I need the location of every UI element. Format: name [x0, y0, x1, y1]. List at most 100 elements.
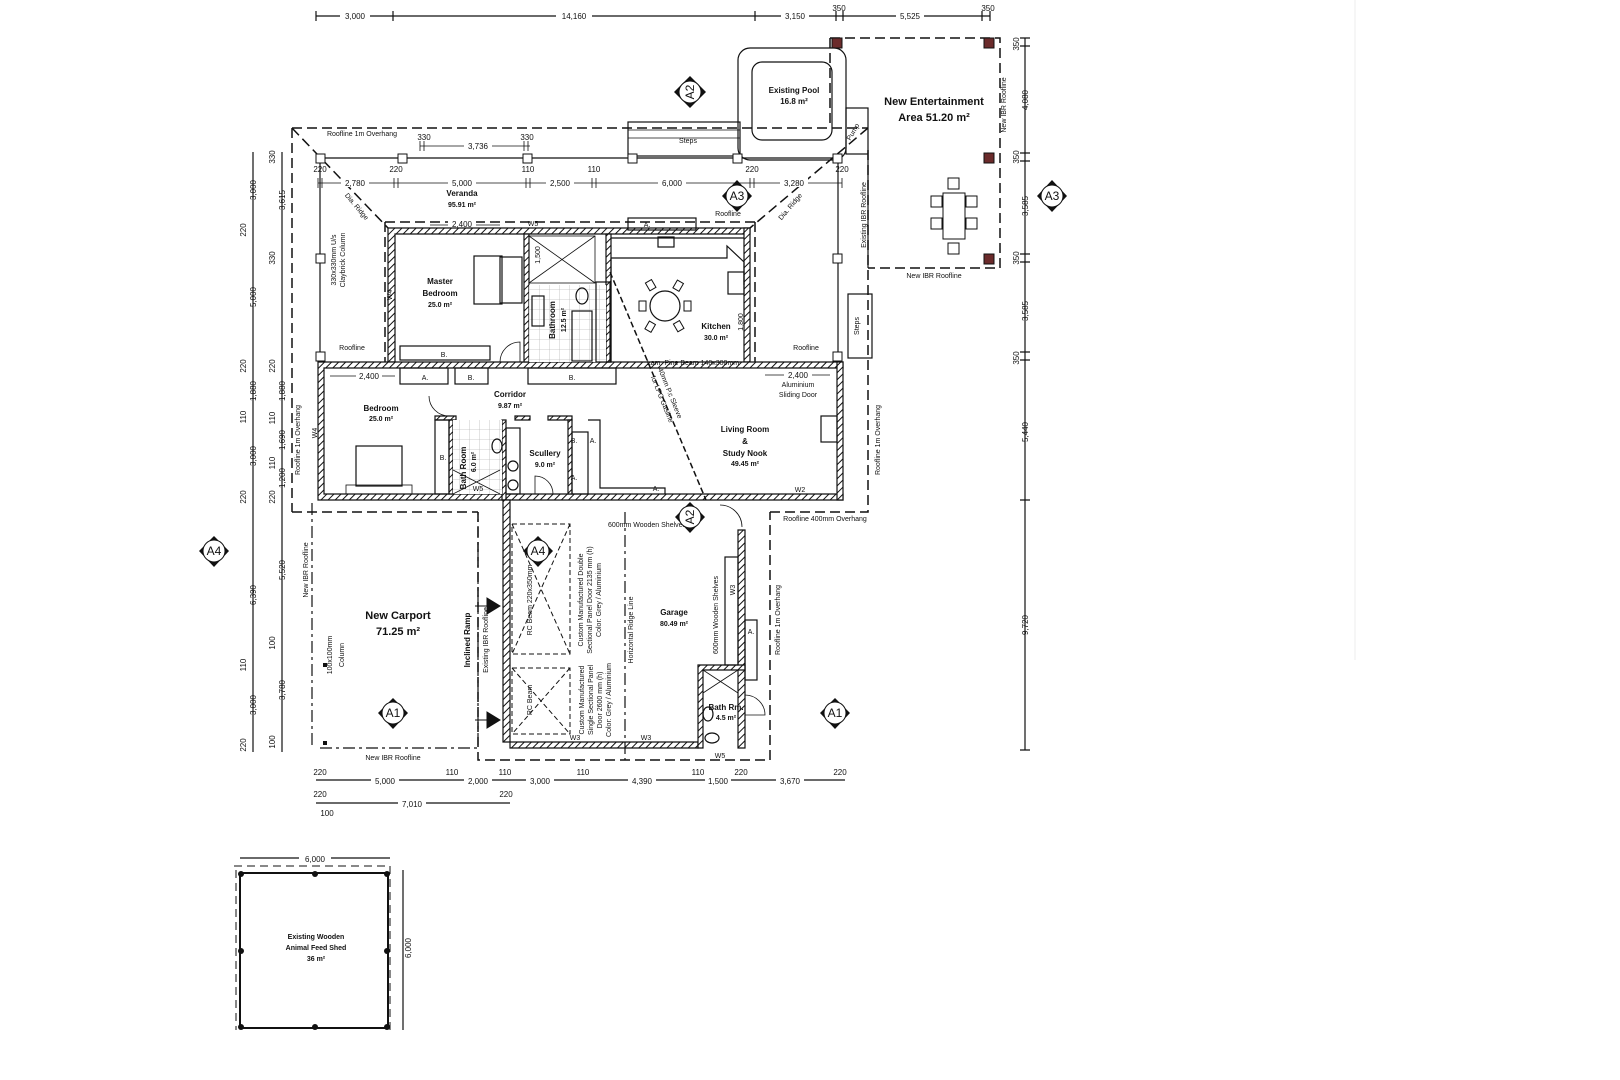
door-note: Aluminium	[782, 382, 815, 389]
garage: RC Beam 220x350mm RC Beam Custom Manufac…	[477, 499, 782, 761]
room-label: Bath Rm.	[708, 703, 743, 712]
dim-text: 220	[239, 223, 248, 237]
dim-text: 110	[239, 410, 248, 423]
dim-text: 3,780	[278, 679, 287, 700]
door-note: Sectional Panel Door 2135 mm (h)	[587, 546, 594, 653]
window-label: W2	[795, 487, 806, 494]
section-marker-a3-right: A3	[1037, 180, 1067, 212]
dim-text: 3,585	[1021, 300, 1030, 321]
column-icons	[315, 153, 843, 362]
dim-text: 220	[239, 490, 248, 504]
cupboard-label: B.	[441, 352, 448, 359]
bedroom: 2,400 Bedroom 25.0 m² A. B. B.	[330, 367, 489, 495]
room-area: 25.0 m²	[428, 302, 453, 309]
dim-text: 350	[1012, 251, 1021, 265]
roofline-note: Existing IBR Roofline	[861, 182, 868, 248]
room-area: 9.87 m²	[498, 403, 523, 410]
dim-text: 3,000	[249, 179, 258, 200]
cupboard-label: A.	[644, 222, 651, 229]
dim-text: 220	[833, 768, 847, 777]
dim-text: 4,080	[1021, 89, 1030, 110]
dim-text: 220	[313, 768, 327, 777]
room-area: 9.0 m²	[535, 462, 556, 469]
room-area: 16.8 m²	[780, 97, 808, 106]
dim-text: 2,500	[550, 179, 571, 188]
dim-text: 5,000	[452, 179, 473, 188]
dim-text: 330	[268, 251, 277, 265]
house-walls	[317, 227, 844, 501]
roofline-note: Roofline	[339, 345, 365, 352]
roofline-note: Roofline	[715, 211, 741, 218]
dim-text: 2,780	[345, 179, 366, 188]
section-marker-a4: A4	[523, 536, 553, 567]
column-note: Claybrick Column	[340, 232, 347, 287]
section-marker-a3: A3	[722, 180, 752, 212]
dim-text: A1	[386, 706, 401, 720]
room-area: Area 51.20 m²	[898, 112, 970, 124]
window-label: W3	[570, 735, 581, 742]
dim-text: 220	[268, 490, 277, 504]
roofline-note: New IBR Roofline	[1001, 77, 1008, 132]
ridge-note: Horizontal Ridge Line	[628, 596, 635, 663]
dim-text: 220	[313, 790, 327, 799]
window-label: W3	[730, 585, 737, 596]
dim-text: 7,010	[402, 800, 423, 809]
door-note: Color: Grey / Aluminium	[606, 663, 613, 737]
door-note: Custom Manufactured	[579, 665, 586, 734]
dim-text: 350	[1012, 351, 1021, 365]
dim-text: 9,720	[1021, 614, 1030, 635]
bathroom: Bathroom 12.5 m² 1,500	[528, 235, 606, 362]
cupboard-label: A.	[590, 438, 597, 445]
dim-text: 3,615	[278, 189, 287, 210]
dim-text: 6,000	[305, 855, 326, 864]
dim-text: 110	[522, 165, 535, 174]
room-label: New Entertainment	[884, 96, 984, 108]
dim-text: 110	[499, 768, 512, 777]
ramp-label: Inclined Ramp	[463, 613, 472, 668]
dim-text: A2	[683, 84, 697, 99]
room-label: New Carport	[365, 610, 431, 622]
beam-note: Lam. Pine Beam 140x300mm	[647, 360, 739, 367]
dim-text: 5,520	[278, 559, 287, 580]
room-label: Veranda	[446, 189, 478, 198]
dim-text: 3,000	[345, 12, 366, 21]
gasline	[609, 271, 707, 501]
entertainment-area: New Entertainment Area 51.20 m² New IBR …	[829, 37, 1008, 280]
section-marker-a2: A2	[675, 502, 705, 533]
room-label: &	[742, 437, 748, 446]
room-area: 12.5 m²	[561, 307, 568, 332]
room-label: Master	[427, 277, 453, 286]
arrow-icon	[475, 711, 501, 729]
dim-text: 6,390	[249, 584, 258, 605]
dim-text: 2,400	[452, 220, 473, 229]
room-label: Corridor	[494, 390, 526, 399]
room-label: Garage	[660, 608, 688, 617]
room-label: Study Nook	[723, 449, 768, 458]
dim-text: A3	[730, 189, 745, 203]
door-note: Sliding Door	[779, 392, 818, 399]
roofline-note: New IBR Roofline	[365, 755, 420, 762]
dim-text: 5,000	[375, 777, 396, 786]
window-label: W5	[715, 753, 726, 760]
roofline-note: Roofline 1m Overhang	[875, 405, 882, 475]
dim-text: 1,800	[738, 313, 745, 331]
dim-text: 110	[577, 768, 590, 777]
room-label: Scullery	[529, 449, 561, 458]
door-note: Color: Grey / Aluminium	[596, 563, 603, 637]
steps-label: Steps	[679, 138, 697, 145]
dim-text: 110	[446, 768, 459, 777]
room-label: Existing Wooden	[288, 934, 345, 941]
dim-text: 2,400	[359, 372, 380, 381]
dim-text: A1	[828, 706, 843, 720]
dim-text: 220	[239, 738, 248, 752]
window-label: W4	[312, 428, 319, 439]
room-label: Living Room	[721, 425, 769, 434]
dim-text: 5,525	[900, 12, 921, 21]
room-label: Existing Pool	[769, 86, 820, 95]
dim-text: 3,000	[530, 777, 551, 786]
dim-text: 3,150	[785, 12, 806, 21]
room-label: Bedroom	[422, 289, 457, 298]
roofline-note: Roofline 1m Overhang	[775, 585, 782, 655]
roofline-note: New IBR Roofline	[303, 542, 310, 597]
